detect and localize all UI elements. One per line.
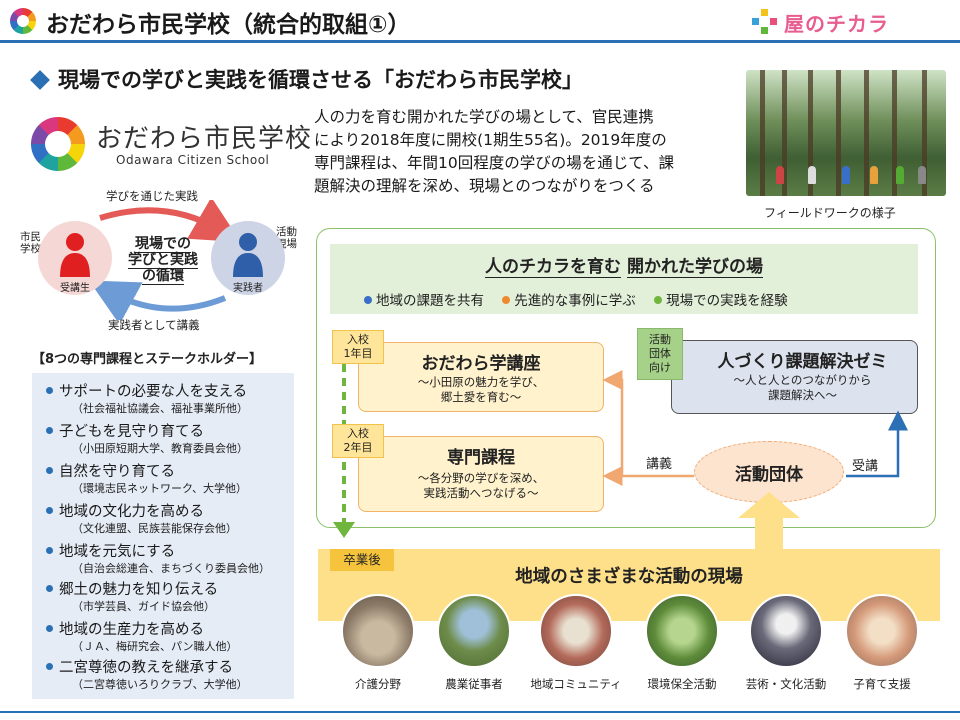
orange-dot-icon [502,296,511,304]
bullet-icon [46,387,53,394]
progression-arrowhead-icon [333,522,355,538]
bullet-icon [46,663,53,670]
activity-org-label: 活動団体 [735,465,803,485]
person-icon [233,233,263,277]
banner-title: 人のチカラを育む 開かれた学びの場 [485,257,763,278]
activity-photo-care [341,594,415,668]
brand-text: 屋のチカラ [784,12,889,36]
header-logo-ring-icon [10,8,36,34]
field-bar [318,549,940,621]
activity-photo-childcare [845,594,919,668]
graduation-tag: 卒業後 [330,549,394,571]
take-label: 受講 [852,459,879,474]
intro-line: により2018年度に開校(1期生55名)。2019年度の [314,131,667,149]
stakeholder-list [32,373,294,699]
brand-mark: 屋のチカラ [752,8,952,36]
zemi-title: 人づくり課題解決ゼミ [717,352,888,372]
flow-arrows [602,370,908,486]
intro-text: 人の力を育む開かれた学びの場として、官民連携 により2018年度に開校(1期生5… [314,106,738,198]
bullet-icon [46,625,53,632]
bullet-icon [46,467,53,474]
bullet-icon [46,427,53,434]
practitioner-circle: 実践者 [211,221,285,295]
cycle-center-text: 現場での 学びと実践 の循環 [128,236,198,285]
field-title: 地域のさまざまな活動の現場 [515,567,743,587]
photo-caption: フィールドワークの様子 [764,206,896,220]
bullet-icon [46,547,53,554]
school-logo-name: おだわら市民学校 [96,124,313,154]
page-title: おだわら市民学校（統合的取組①） [46,12,411,38]
banner-points: 地域の課題を共有 先進的な事例に学ぶ 現場での実践を経験 [364,289,788,309]
intro-line: 人の力を育む開かれた学びの場として、官民連携 [314,108,654,126]
lecture-arrow-course1 [602,370,624,476]
tag-groups: 活動団体向け [637,328,683,380]
activity-label: 子育て支援 [853,677,911,691]
arrow-red [99,200,241,243]
diamond-bullet-icon [30,70,50,90]
course-title: 専門課程 [447,448,515,468]
cycle-bottom-label: 実践者として講義 [108,318,200,332]
blue-dot-icon [364,296,372,304]
learning-banner [330,244,918,314]
course-odawara-box: おだわら学講座 ～小田原の魅力を学び、郷土愛を育む～ [358,342,604,412]
cycle-arrows [88,200,241,320]
activity-photo-farm [437,594,511,668]
activity-label: 芸術・文化活動 [745,677,827,691]
stakeholder-title: 【8つの専門課程とステークホルダー】 [32,352,263,367]
bullet-icon [46,507,53,514]
school-logo-ring-icon [31,117,85,171]
zemi-box: 人づくり課題解決ゼミ ～人と人とのつながりから課題解決へ～ [671,340,918,414]
course-title: おだわら学講座 [421,354,541,374]
cycle-left-side: 市民 学校 [20,231,41,255]
course-sub: ～各分野の学びを深め、実践活動へつなげる～ [417,471,545,500]
brand-square-icon [752,18,759,25]
header-rule [0,40,960,43]
activity-photo-arts [749,594,823,668]
brand-square-icon [761,9,768,16]
person-icon [60,233,90,277]
footer-rule [0,711,960,713]
activity-photo-environment [645,594,719,668]
intro-line: 専門課程は、年間10回程度の学びの場を通じて、課 [314,154,674,172]
student-circle: 受講生 [38,221,112,295]
cycle-top-label: 学びを通じた実践 [106,189,198,203]
activity-label: 地域コミュニティ [530,677,622,691]
activity-label: 農業従事者 [445,677,503,691]
student-label: 受講生 [60,283,90,294]
arrow-blue [88,280,227,320]
course-specialized-box: 専門課程 ～各分野の学びを深め、実践活動へつなげる～ [358,436,604,512]
lecture-label: 講義 [646,457,673,472]
practitioner-label: 実践者 [233,283,263,294]
activity-photo-community [539,594,613,668]
take-arrow-zemi [846,410,908,478]
zemi-sub: ～人と人とのつながりから課題解決へ～ [733,373,872,402]
activity-label: 環境保全活動 [647,677,717,691]
big-up-arrow-icon [738,492,800,552]
school-logo-english: Odawara Citizen School [116,153,270,167]
section-title: 現場での学びと実践を循環させる「おだわら市民学校」 [58,68,583,92]
bullet-icon [46,585,53,592]
course-sub: ～小田原の魅力を学び、郷土愛を育む～ [417,375,545,404]
green-dot-icon [654,296,663,304]
fieldwork-photo [746,70,946,196]
brand-square-icon [770,18,777,25]
brand-square-icon [761,27,768,34]
activity-label: 介護分野 [355,677,401,691]
intro-line: 題解決の理解を深め、現場とのつながりをつくる [314,177,655,195]
